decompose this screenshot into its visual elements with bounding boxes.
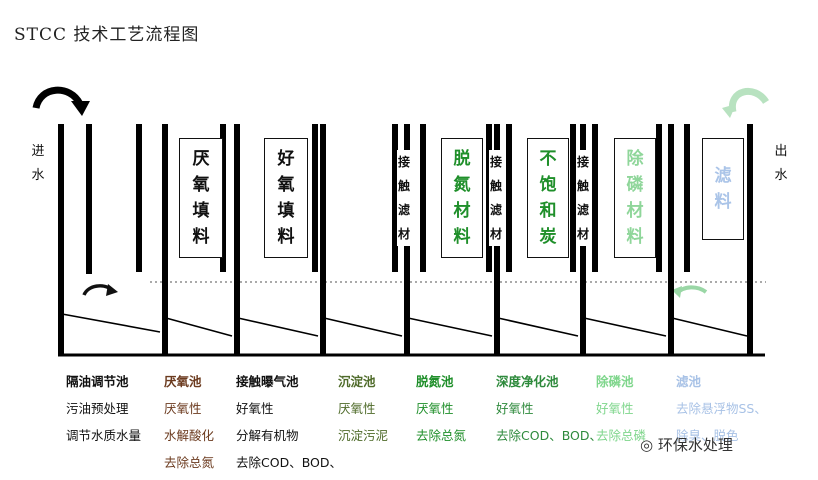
tank-wall <box>506 124 512 272</box>
legend-column: 深度净化池好氧性去除COD、BOD、 <box>496 368 602 449</box>
contact-filter-label: 接触滤材 <box>489 150 503 246</box>
sludge-slope-line <box>583 317 667 337</box>
sludge-slope-line <box>237 317 319 337</box>
legend-line: 厌氧性 <box>416 401 454 416</box>
legend-heading: 深度净化池 <box>496 374 559 389</box>
legend-heading: 厌氧池 <box>164 374 202 389</box>
legend-line: 好氧性 <box>236 401 274 416</box>
legend-column: 除磷池好氧性去除总磷 <box>596 368 646 449</box>
legend-column: 滤池去除悬浮物SS、除臭、脱色 <box>676 368 767 449</box>
legend-line: 好氧性 <box>596 401 634 416</box>
legend-line: 去除悬浮物SS、 <box>676 401 767 416</box>
tank-wall <box>747 124 753 356</box>
inlet-arrow-head <box>71 101 90 116</box>
sludge-slope-line <box>671 317 748 337</box>
tank-wall <box>392 124 398 272</box>
legend-column: 隔油调节池污油预处理调节水质水量 <box>66 368 141 449</box>
media-box: 好氧填料 <box>264 138 308 258</box>
outlet-curve-arrow <box>728 88 769 113</box>
legend-heading: 隔油调节池 <box>66 374 129 389</box>
tank-wall <box>656 124 662 272</box>
legend-column: 沉淀池厌氧性沉淀污泥 <box>338 368 388 449</box>
tank-wall <box>220 124 226 272</box>
tank-wall <box>320 124 326 356</box>
legend-line: 去除总氮 <box>164 455 215 470</box>
outlet-label: 出水 <box>774 144 788 183</box>
legend-heading: 接触曝气池 <box>236 374 299 389</box>
sludge-slope-line <box>165 317 233 337</box>
media-box: 厌氧填料 <box>179 138 223 258</box>
contact-filter-label: 接触滤材 <box>397 150 411 246</box>
legend-line: 去除总磷 <box>596 428 647 443</box>
tank-wall <box>162 124 168 356</box>
legend-line: 分解有机物 <box>236 428 299 443</box>
legend-column: 脱氮池厌氧性去除总氮 <box>416 368 466 449</box>
legend-line: 厌氧性 <box>164 401 202 416</box>
sludge-slope-line <box>407 317 493 337</box>
legend-line: 去除COD、BOD、 <box>236 455 343 470</box>
legend-line: 去除COD、BOD、 <box>496 428 603 443</box>
tank-wall <box>234 124 240 356</box>
sludge-slope-line <box>61 313 161 333</box>
wechat-icon: ◎ <box>640 436 654 454</box>
inlet-curve-arrow <box>32 86 84 110</box>
inlet-label: 进水 <box>31 144 45 183</box>
outlet-bottom-arrow-head <box>672 286 682 298</box>
watermark: ◎ 环保水处理 <box>640 436 733 454</box>
contact-filter-label: 接触滤材 <box>576 150 590 246</box>
legend-heading: 除磷池 <box>596 374 634 389</box>
legend-heading: 沉淀池 <box>338 374 376 389</box>
legend-line: 水解酸化 <box>164 428 215 443</box>
legend-line: 调节水质水量 <box>66 428 142 443</box>
legend-line: 污油预处理 <box>66 401 129 416</box>
tank-wall <box>570 124 576 272</box>
tank-wall <box>668 124 674 356</box>
legend-line: 沉淀污泥 <box>338 428 389 443</box>
legend-line: 好氧性 <box>496 401 534 416</box>
legend-column: 接触曝气池好氧性分解有机物去除COD、BOD、 <box>236 368 342 476</box>
tank-wall <box>86 124 92 274</box>
sludge-slope-line <box>323 317 403 337</box>
media-box: 不饱和炭 <box>527 138 569 258</box>
tank-wall <box>592 124 598 272</box>
outlet-arrow-head <box>722 104 736 118</box>
legend-line: 除臭、脱色 <box>676 428 739 443</box>
bottom-arrow-head <box>106 284 118 296</box>
legend-heading: 脱氮池 <box>416 374 454 389</box>
legend-column: 厌氧池厌氧性水解酸化去除总氮 <box>164 368 214 476</box>
diagram-title: STCC 技术工艺流程图 <box>14 25 200 45</box>
media-box: 滤料 <box>702 138 744 240</box>
tank-wall <box>136 124 142 272</box>
tank-wall <box>684 124 690 272</box>
media-box: 除磷材料 <box>614 138 656 258</box>
media-box: 脱氮材料 <box>441 138 483 258</box>
tank-wall <box>58 124 64 356</box>
sludge-slope-line <box>497 317 579 337</box>
legend-heading: 滤池 <box>676 374 702 389</box>
tank-wall <box>312 124 318 272</box>
tank-wall <box>420 124 426 272</box>
legend-line: 厌氧性 <box>338 401 376 416</box>
legend-line: 去除总氮 <box>416 428 467 443</box>
